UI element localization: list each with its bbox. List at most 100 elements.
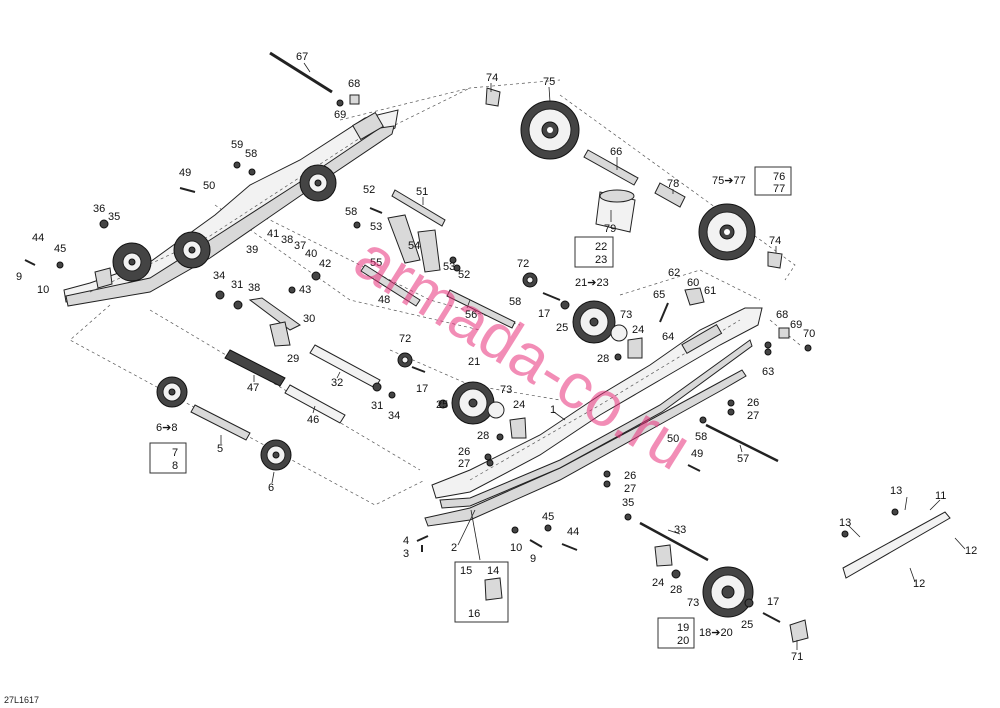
callout-27-b: 27 [458, 458, 470, 470]
callout-10-right: 10 [510, 542, 522, 554]
callout-24-top: 24 [632, 324, 644, 336]
callout-12-right: 12 [965, 545, 977, 557]
callout-44-left: 44 [32, 232, 44, 244]
callout-57: 57 [737, 453, 749, 465]
wheel-18-lower-right [702, 566, 754, 618]
wheel-75-right [698, 203, 756, 261]
callout-2: 2 [451, 542, 457, 554]
callout-34-mid: 34 [388, 410, 400, 422]
shaft-66 [583, 149, 639, 186]
wheel-6-left-bottom [260, 439, 292, 471]
callout-58-low: 58 [695, 431, 707, 443]
callout-9-left: 9 [16, 271, 22, 283]
callout-6: 6 [268, 482, 274, 494]
callout-42: 42 [319, 258, 331, 270]
callout-43: 43 [299, 284, 311, 296]
callout-21-mid: 21 [468, 356, 480, 368]
callout-77: 77 [773, 183, 785, 195]
callout-73-top: 73 [620, 309, 632, 321]
callout-39: 39 [246, 244, 258, 256]
callout-36: 36 [93, 203, 105, 215]
callout-37: 37 [294, 240, 306, 252]
callout-26-c: 26 [624, 470, 636, 482]
right-rail [431, 307, 763, 499]
callout-49-right: 49 [691, 448, 703, 460]
callout-47: 47 [247, 382, 259, 394]
callout-9-right: 9 [530, 553, 536, 565]
callout-58-mid: 58 [345, 206, 357, 218]
spacer-78 [654, 182, 686, 208]
callout-13-top: 13 [890, 485, 902, 497]
callout-34-top: 34 [213, 270, 225, 282]
leader-lines [220, 62, 966, 650]
callout-6-8: 6➔8 [156, 422, 177, 434]
callout-40: 40 [305, 248, 317, 260]
callout-68-right: 68 [776, 309, 788, 321]
callout-76: 76 [773, 171, 785, 183]
callout-53-right: 53 [443, 261, 455, 273]
callout-73-mid: 73 [500, 384, 512, 396]
wheel-21-lower [451, 381, 495, 425]
callout-72-mid: 72 [399, 333, 411, 345]
callout-27-a: 27 [747, 410, 759, 422]
callout-35-left: 35 [108, 211, 120, 223]
callout-48: 48 [378, 294, 390, 306]
wheel-21-upper [572, 300, 616, 344]
callout-5: 5 [217, 443, 223, 455]
detail-box-76-77 [754, 166, 792, 196]
callout-70: 70 [803, 328, 815, 340]
callout-74-right: 74 [769, 235, 781, 247]
callout-25-top: 25 [556, 322, 568, 334]
callout-51: 51 [416, 186, 428, 198]
callout-52-right: 52 [458, 269, 470, 281]
callout-59: 59 [231, 139, 243, 151]
shafts [190, 51, 951, 579]
callout-61: 61 [704, 285, 716, 297]
callout-58-left: 58 [245, 148, 257, 160]
callout-26-b: 26 [458, 446, 470, 458]
callout-15: 15 [460, 565, 472, 577]
detail-box-19-20 [657, 617, 695, 649]
callout-29: 29 [287, 353, 299, 365]
callout-31-top: 31 [231, 279, 243, 291]
callout-79: 79 [604, 223, 616, 235]
callout-68: 68 [348, 78, 360, 90]
callout-53-left: 53 [370, 221, 382, 233]
callout-55: 55 [370, 257, 382, 269]
callout-49-left: 49 [179, 167, 191, 179]
detail-box-22-23 [574, 236, 614, 268]
callout-45-right: 45 [542, 511, 554, 523]
callout-25-mid: 25 [436, 399, 448, 411]
callout-38-top: 38 [281, 234, 293, 246]
callout-35-right: 35 [622, 497, 634, 509]
detail-boxes [149, 166, 792, 649]
callout-13-left: 13 [839, 517, 851, 529]
hardware [24, 87, 899, 643]
callout-69-right: 69 [790, 319, 802, 331]
callout-10-left: 10 [37, 284, 49, 296]
callout-32: 32 [331, 377, 343, 389]
callout-18-20: 18➔20 [699, 627, 733, 639]
callout-62: 62 [668, 267, 680, 279]
callout-1: 1 [550, 404, 556, 416]
callout-75-77: 75➔77 [712, 175, 746, 187]
callout-4: 4 [403, 535, 409, 547]
figure-code: 27L1617 [4, 695, 39, 705]
callout-66: 66 [610, 146, 622, 158]
callout-44-right: 44 [567, 526, 579, 538]
callout-19: 19 [677, 622, 689, 634]
callout-14: 14 [487, 565, 499, 577]
callout-71: 71 [791, 651, 803, 663]
callout-56: 56 [465, 309, 477, 321]
callout-16: 16 [468, 608, 480, 620]
callout-20: 20 [677, 635, 689, 647]
callout-50-right: 50 [667, 433, 679, 445]
callout-75: 75 [543, 76, 555, 88]
slide-strip-11 [842, 511, 951, 579]
callout-41: 41 [267, 228, 279, 240]
callout-60: 60 [687, 277, 699, 289]
callout-22: 22 [595, 241, 607, 253]
callout-labels: 67 68 69 74 75 66 78 79 76 77 75➔77 74 5… [16, 51, 977, 663]
callout-7: 7 [172, 447, 178, 459]
